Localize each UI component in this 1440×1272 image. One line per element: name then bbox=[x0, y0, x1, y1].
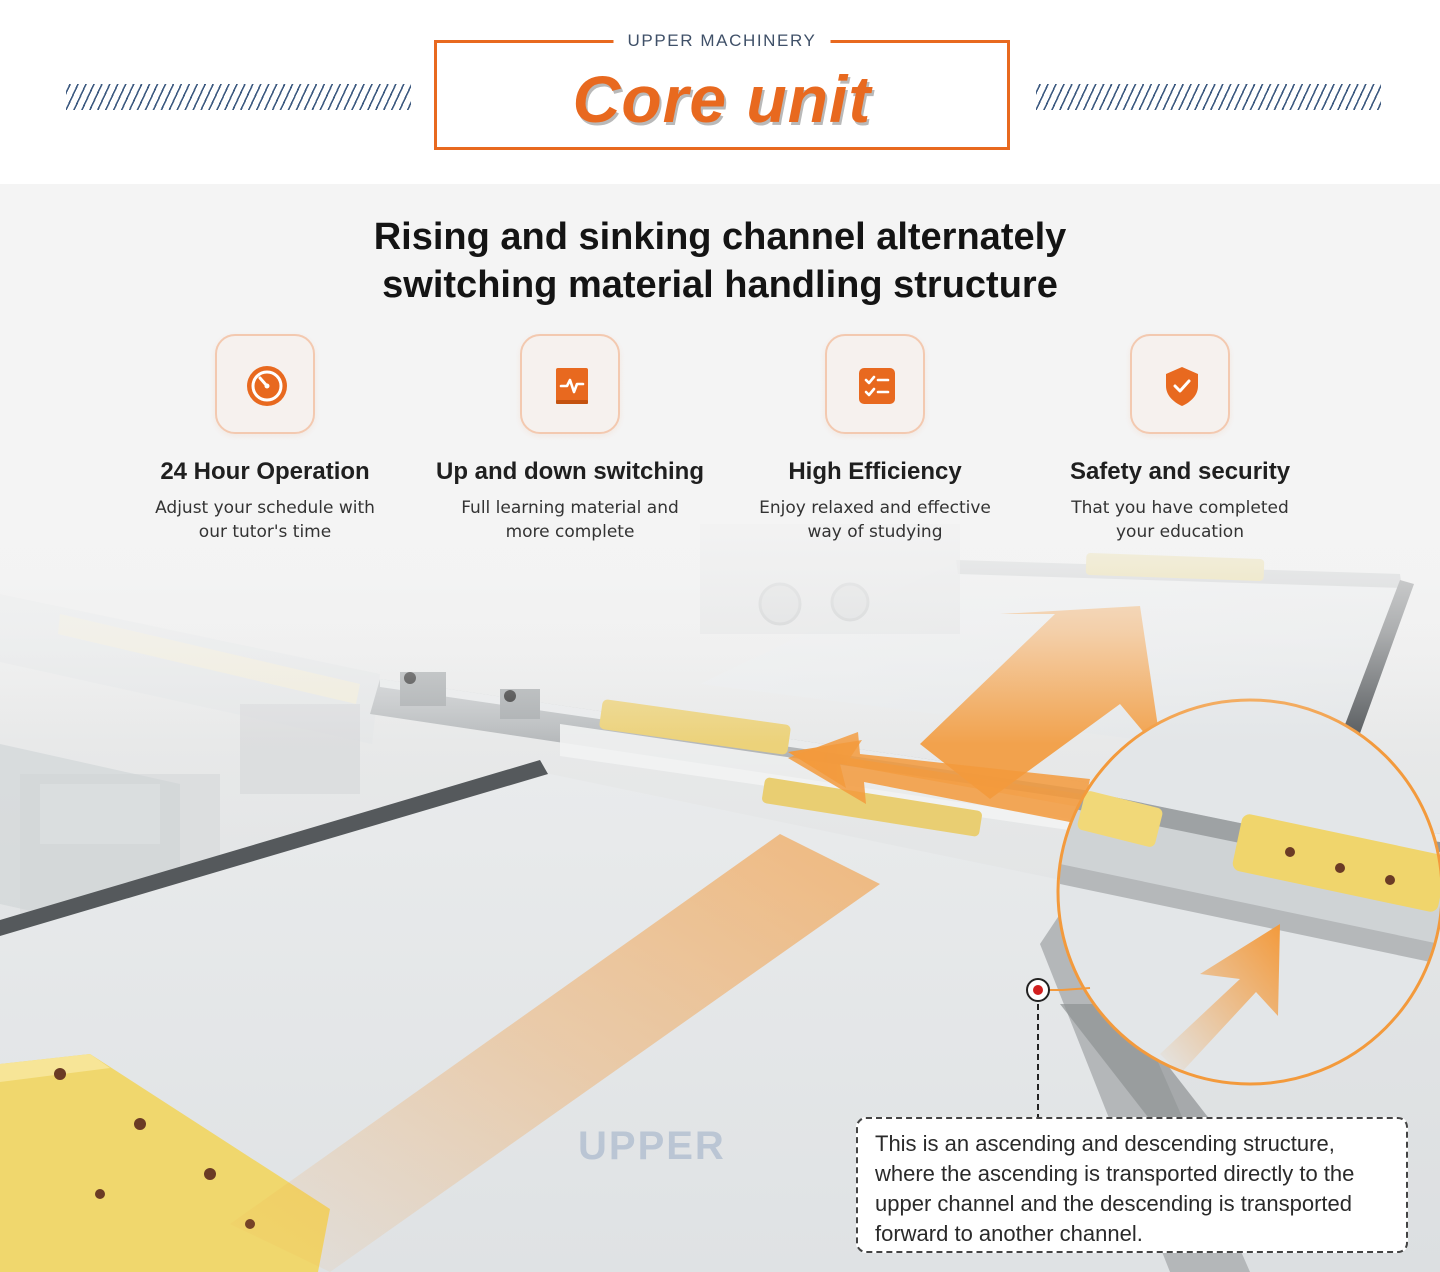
feature-icon-box bbox=[1130, 334, 1230, 434]
feature-description: That you have completed your education bbox=[1071, 498, 1289, 542]
feature-icon-box bbox=[520, 334, 620, 434]
watermark-logo: UPPER bbox=[578, 1124, 726, 1168]
headline-line-1: Rising and sinking channel alternately bbox=[373, 216, 1067, 258]
checklist-icon bbox=[859, 368, 895, 404]
page-header: UPPER MACHINERY Core unit bbox=[0, 0, 1440, 184]
feature-high-efficiency: High Efficiency Enjoy relaxed and effect… bbox=[725, 334, 1025, 544]
feature-description: Full learning material and more complete bbox=[461, 498, 679, 542]
feature-safety-and-security: Safety and security That you have comple… bbox=[1030, 334, 1330, 544]
decorative-hatch-right bbox=[1036, 84, 1381, 110]
feature-title: Up and down switching bbox=[436, 458, 704, 485]
feature-title: 24 Hour Operation bbox=[160, 458, 370, 485]
top-fade-overlay bbox=[0, 184, 1440, 744]
shield-check-icon bbox=[1166, 367, 1198, 406]
headline-line-2: switching material handling structure bbox=[382, 264, 1058, 306]
feature-up-and-down-switching: Up and down switching Full learning mate… bbox=[420, 334, 720, 544]
feature-icon-box bbox=[825, 334, 925, 434]
feature-description: Enjoy relaxed and effective way of study… bbox=[759, 498, 991, 542]
stopwatch-icon bbox=[247, 366, 287, 406]
feature-icon-box bbox=[215, 334, 315, 434]
main-section: UPPER Rising and sinking channel alterna… bbox=[0, 184, 1440, 1272]
title-frame: UPPER MACHINERY Core unit bbox=[434, 31, 1010, 150]
brand-label: UPPER MACHINERY bbox=[613, 31, 831, 51]
feature-title: High Efficiency bbox=[788, 458, 962, 485]
feature-description: Adjust your schedule with our tutor's ti… bbox=[155, 498, 375, 542]
decorative-hatch-left bbox=[66, 84, 411, 110]
activity-book-icon bbox=[556, 368, 588, 404]
feature-24-hour-operation: 24 Hour Operation Adjust your schedule w… bbox=[115, 334, 415, 544]
callout-box: This is an ascending and descending stru… bbox=[856, 1117, 1408, 1253]
page-title: Core unit bbox=[572, 62, 872, 136]
feature-title: Safety and security bbox=[1069, 458, 1291, 485]
